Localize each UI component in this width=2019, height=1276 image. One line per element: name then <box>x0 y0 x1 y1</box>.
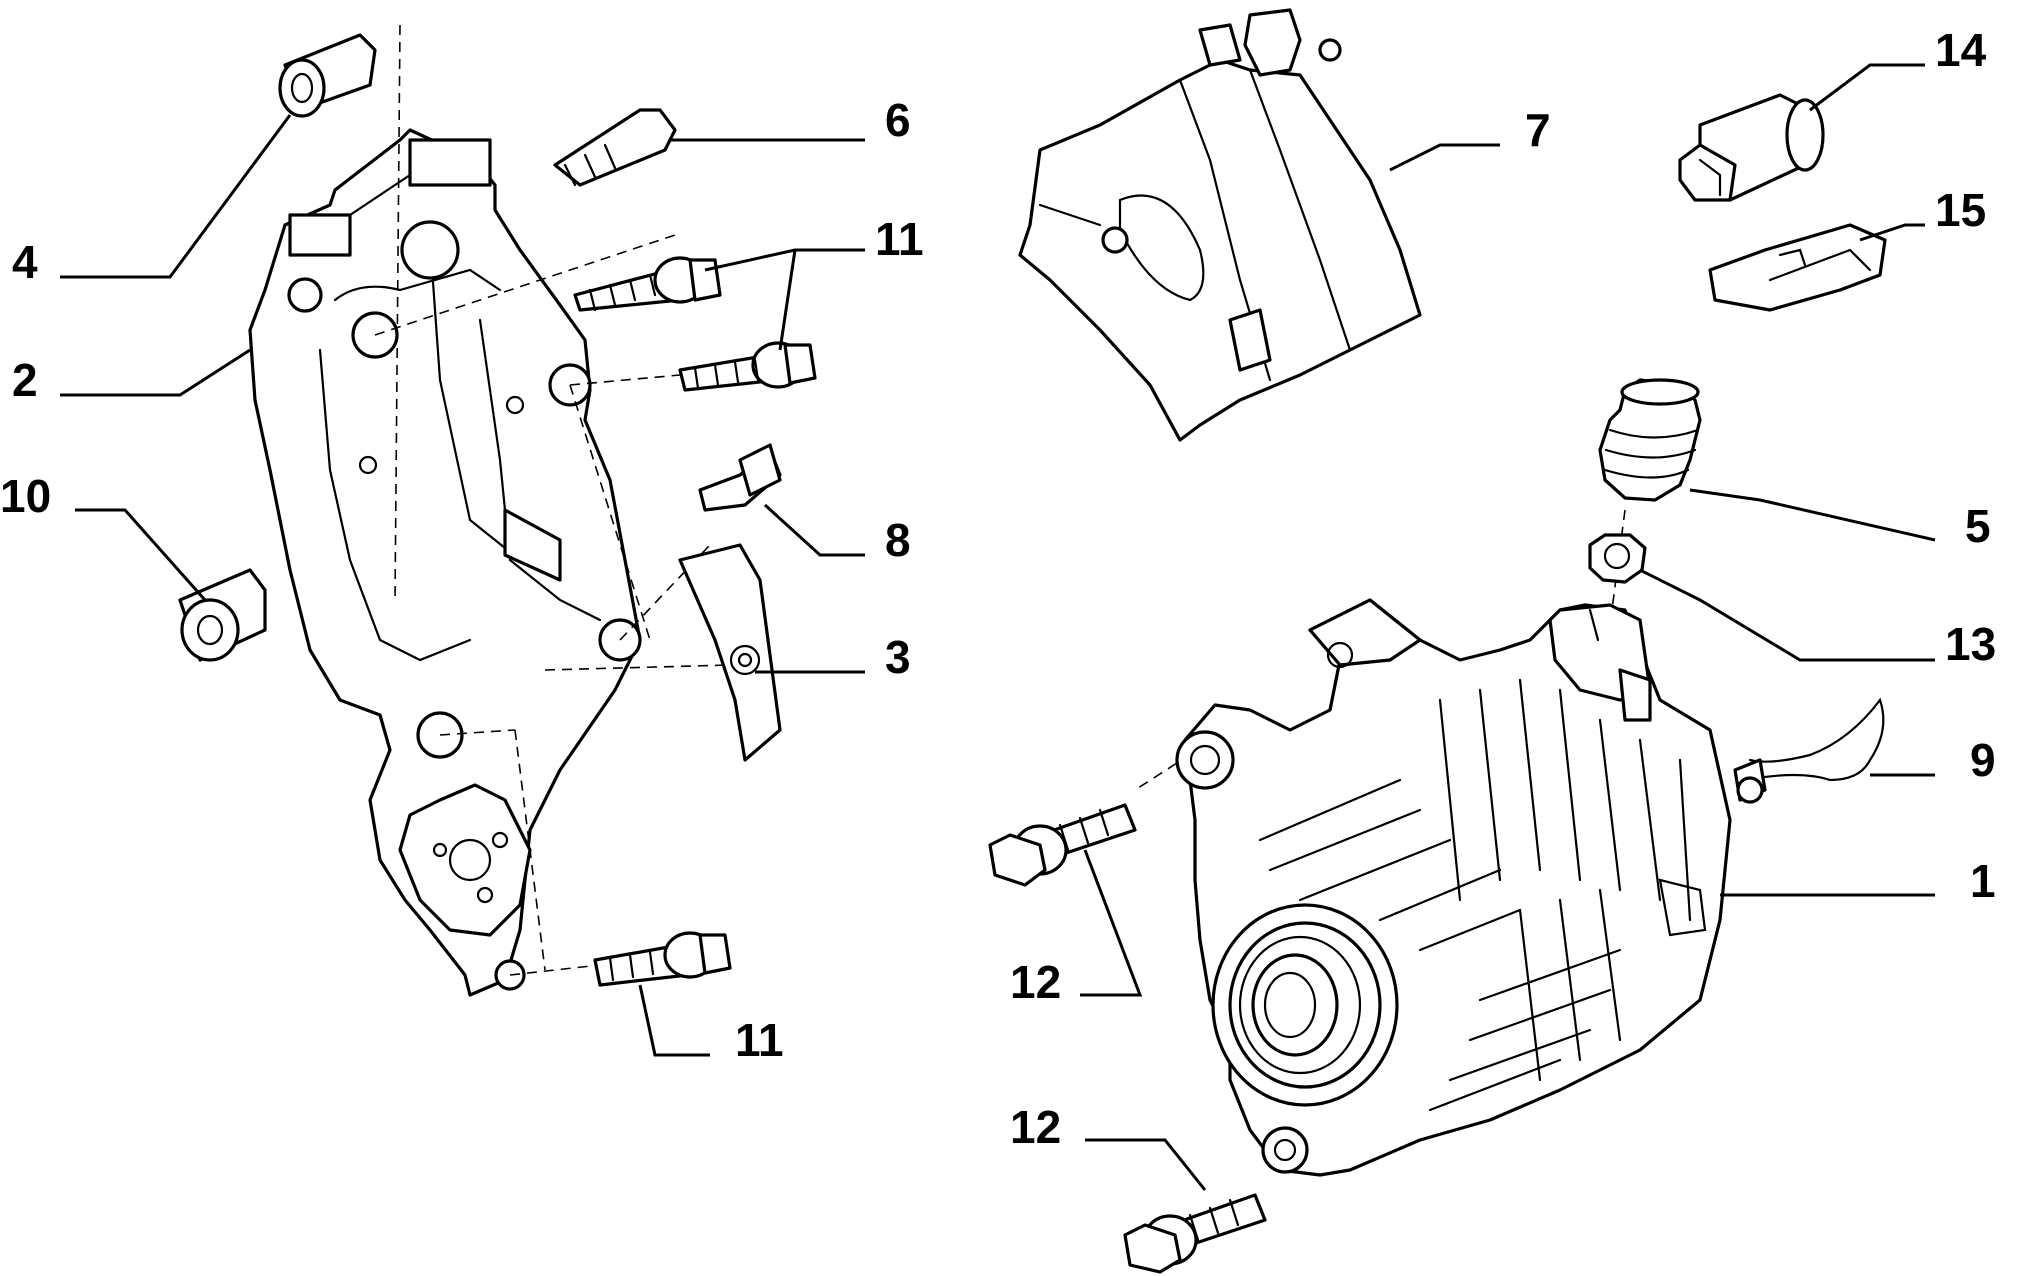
callout-labels: 4 2 10 6 11 8 3 11 7 14 15 5 13 9 1 12 1… <box>0 24 1996 1153</box>
callout-3: 3 <box>885 631 911 683</box>
alternator-bracket <box>248 128 642 997</box>
callout-8: 8 <box>885 514 911 566</box>
cover-part-7 <box>1018 8 1422 442</box>
callout-15: 15 <box>1935 184 1986 236</box>
cable-tie-part-9 <box>1733 697 1885 804</box>
callout-11-lower: 11 <box>735 1014 784 1066</box>
callout-12-upper: 12 <box>1010 956 1061 1008</box>
bolt-part-6 <box>553 108 677 187</box>
leader-lines <box>60 63 1936 1191</box>
callout-10: 10 <box>0 470 51 522</box>
callout-13: 13 <box>1945 618 1996 670</box>
callout-6: 6 <box>885 94 911 146</box>
callout-2: 2 <box>12 354 38 406</box>
callout-12-lower: 12 <box>1010 1101 1061 1153</box>
stud-part-8 <box>698 443 782 512</box>
bolt-part-11-upper <box>573 256 722 312</box>
bolt-part-11-middle <box>678 341 817 392</box>
callout-7: 7 <box>1525 104 1551 156</box>
callout-11-upper: 11 <box>875 213 924 265</box>
callout-9: 9 <box>1970 734 1996 786</box>
clip-part-3 <box>678 543 782 762</box>
alternator-part-1 <box>1175 598 1732 1177</box>
boot-part-5 <box>1598 378 1702 502</box>
connector-part-14 <box>1678 93 1825 202</box>
callout-1: 1 <box>1970 855 1996 907</box>
bolt-part-12-upper <box>988 803 1137 887</box>
bolt-part-11-lower <box>593 931 732 987</box>
sleeve-part-4 <box>278 33 377 118</box>
bolt-part-12-lower <box>1123 1193 1267 1274</box>
callout-4: 4 <box>12 236 38 288</box>
callout-5: 5 <box>1965 500 1991 552</box>
sleeve-part-10 <box>178 568 267 662</box>
callout-14: 14 <box>1935 24 1987 76</box>
nut-part-13 <box>1588 533 1647 584</box>
plate-part-15 <box>1708 223 1887 312</box>
